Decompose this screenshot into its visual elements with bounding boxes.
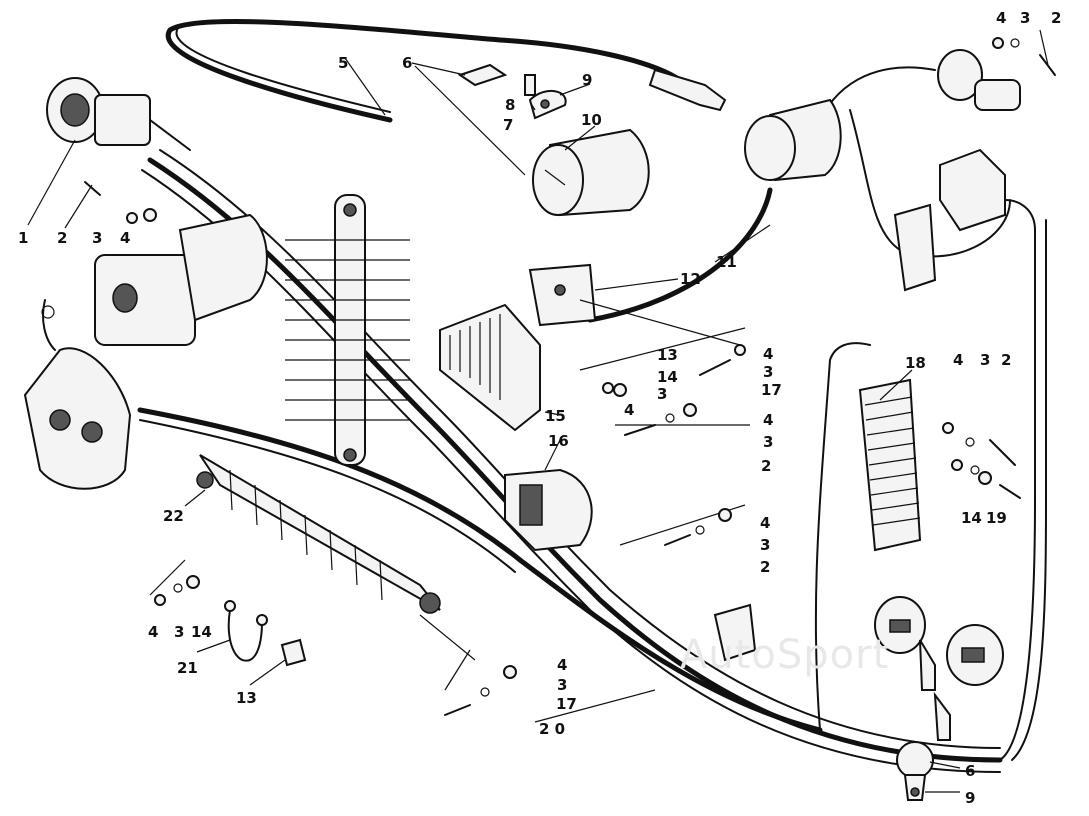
part-label: 14 <box>191 623 212 641</box>
part-label: 3 <box>980 351 991 369</box>
part-label: 4 <box>148 623 159 641</box>
part-label: 13 <box>236 689 257 707</box>
part-label: 13 <box>657 346 678 364</box>
relay-box-top-right <box>893 148 1006 292</box>
part-label: 3 <box>763 433 774 451</box>
part-label: 5 <box>338 54 349 72</box>
part-label: 4 <box>557 656 568 674</box>
part-label: 4 <box>760 514 771 532</box>
part-label: 4 <box>953 351 964 369</box>
part-label: 3 <box>92 229 103 247</box>
part-label: 2 <box>761 457 772 475</box>
part-label: 22 <box>163 507 184 525</box>
terminal-block-22 <box>196 454 441 614</box>
plug-5 <box>648 68 727 112</box>
part-label: 3 <box>174 623 185 641</box>
part-label: 14 <box>961 509 982 527</box>
armoured-cable-5 <box>165 18 683 123</box>
part-label: 16 <box>548 432 569 450</box>
connector-top-right <box>937 49 1021 111</box>
part-label: 10 <box>581 111 602 129</box>
gauge-10 <box>532 128 650 217</box>
part-label: 9 <box>965 789 976 807</box>
part-label: 1 <box>18 229 29 247</box>
part-label: 6 <box>965 762 976 780</box>
part-label: 2 0 <box>539 720 566 738</box>
coil-cylinder <box>94 213 268 346</box>
ignition-switch-b <box>933 624 1004 741</box>
part-label: 6 <box>402 54 413 72</box>
part-label: 8 <box>505 96 516 114</box>
part-label: 19 <box>986 509 1007 527</box>
part-label: 2 <box>1051 9 1062 27</box>
part-label: 3 <box>760 536 771 554</box>
part-label: 4 <box>624 401 635 419</box>
ignition-switch-a <box>874 596 936 691</box>
fasteners <box>84 37 1056 716</box>
block-15 <box>439 303 541 432</box>
part-label: 3 <box>1020 9 1031 27</box>
part-label: 2 <box>1001 351 1012 369</box>
gauge-top-right <box>744 98 842 182</box>
part-label: 2 <box>57 229 68 247</box>
part-label: 3 <box>763 363 774 381</box>
part-label: 14 <box>657 368 678 386</box>
lower-branch-harness <box>137 342 871 733</box>
part-label: 4 <box>996 9 1007 27</box>
part-label: 15 <box>545 407 566 425</box>
armoured-cable-11 <box>587 187 773 323</box>
resistor-18 <box>858 378 922 552</box>
central-terminal-strip <box>285 194 410 466</box>
part-label: 9 <box>582 71 593 89</box>
switch-panel-left <box>23 299 132 490</box>
part-label: 7 <box>503 116 514 134</box>
part-label: 3 <box>557 676 568 694</box>
clamp-9 <box>457 63 567 120</box>
toggle-switch <box>713 603 757 662</box>
bracket-13 <box>280 638 307 667</box>
part-label: 4 <box>763 345 774 363</box>
clamp-6-9 <box>896 741 934 801</box>
part-label: 4 <box>763 411 774 429</box>
part-label: 21 <box>177 659 198 677</box>
part-label: 12 <box>680 270 701 288</box>
part-label: 17 <box>761 381 782 399</box>
part-label: 11 <box>716 253 737 271</box>
part-label: 17 <box>556 695 577 713</box>
part-label: 4 <box>120 229 131 247</box>
part-label: 18 <box>905 354 926 372</box>
part-label: 3 <box>657 385 668 403</box>
connector-1 <box>46 77 191 151</box>
relay-12 <box>528 263 597 327</box>
part-label: 2 <box>760 558 771 576</box>
switch-16 <box>504 468 593 552</box>
wire-21 <box>227 609 263 662</box>
watermark: AutoSport <box>680 632 890 678</box>
